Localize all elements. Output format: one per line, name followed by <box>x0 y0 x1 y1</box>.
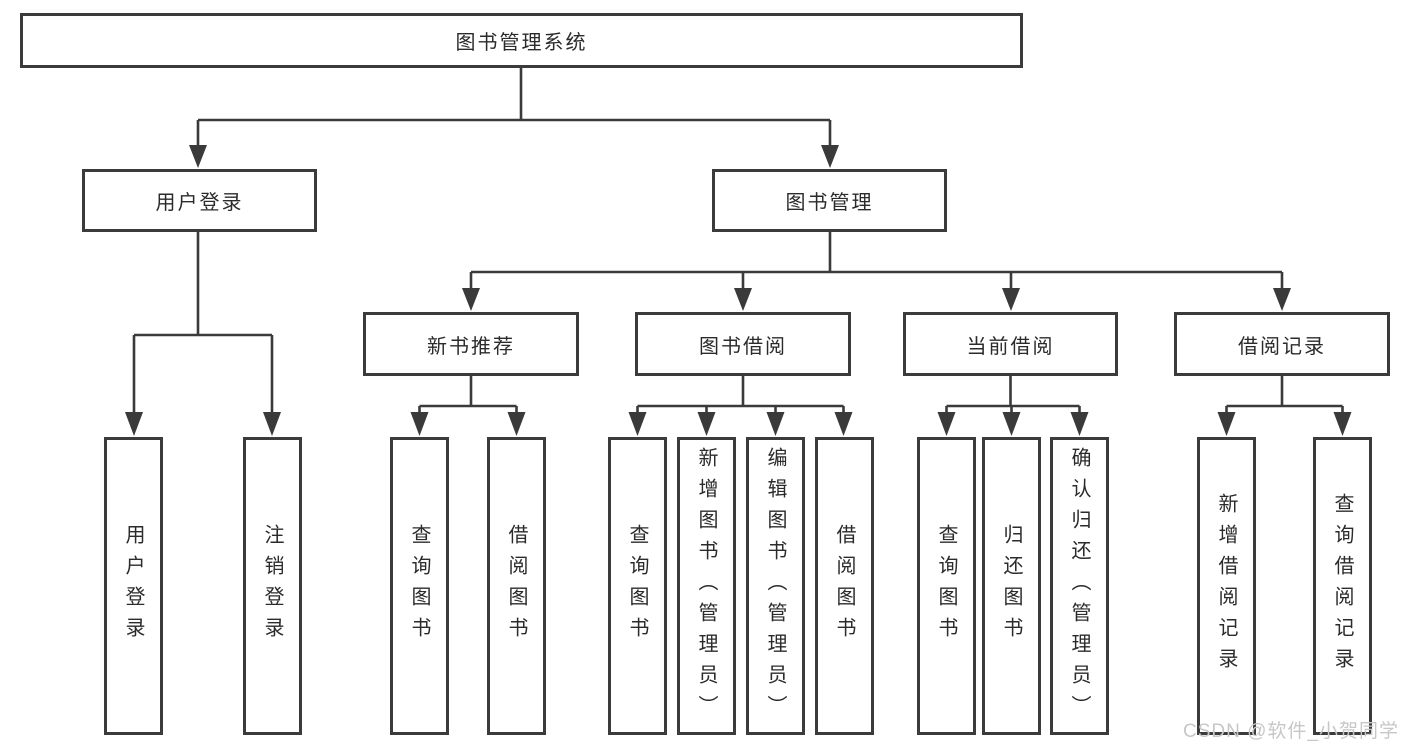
node-current-borrowing: 当前借阅 <box>903 312 1118 376</box>
node-label: 用户登录 <box>155 192 244 214</box>
leaf-label: 用户登录 <box>122 524 144 648</box>
leaf-logout: 注销登录 <box>243 437 302 735</box>
arrowhead-icon <box>1070 412 1089 436</box>
node-new-book-recommend: 新书推荐 <box>363 312 579 376</box>
arrowhead-icon <box>734 288 752 311</box>
node-user-login: 用户登录 <box>82 169 317 232</box>
leaf-label: 归还图书 <box>1000 524 1022 648</box>
leaf-label: 新增图书（管理员） <box>695 446 717 726</box>
arrowhead-icon <box>937 412 956 436</box>
leaf-label: 借阅图书 <box>833 524 855 648</box>
node-label: 图书管理 <box>785 192 874 214</box>
leaf-query-books-current: 查询图书 <box>917 437 976 735</box>
arrowhead-icon <box>766 412 785 436</box>
leaf-label: 新增借阅记录 <box>1215 493 1237 679</box>
leaf-label: 查询图书 <box>408 524 430 648</box>
connector-user-login <box>125 232 281 436</box>
arrowhead-icon <box>1002 288 1020 311</box>
arrowhead-icon <box>1002 412 1021 436</box>
node-label: 当前借阅 <box>966 335 1055 358</box>
node-borrowing-records: 借阅记录 <box>1174 312 1390 376</box>
node-system-root: 图书管理系统 <box>20 13 1023 68</box>
connector-root <box>189 68 839 168</box>
csdn-watermark: CSDN @软件_小贺同学 <box>1183 721 1399 742</box>
arrowhead-icon <box>263 412 281 436</box>
node-label: 借阅记录 <box>1238 335 1326 358</box>
arrowhead-icon <box>628 412 647 436</box>
leaf-user-login: 用户登录 <box>104 437 163 735</box>
arrowhead-icon <box>507 412 526 436</box>
node-book-management: 图书管理 <box>712 169 947 232</box>
leaf-add-borrow-record: 新增借阅记录 <box>1197 437 1256 735</box>
leaf-add-books-admin: 新增图书（管理员） <box>677 437 736 735</box>
leaf-label: 借阅图书 <box>505 524 527 648</box>
connector-borrowing-records <box>1217 376 1352 436</box>
leaf-label: 编辑图书（管理员） <box>764 446 786 726</box>
leaf-edit-books-admin: 编辑图书（管理员） <box>746 437 805 735</box>
arrowhead-icon <box>834 412 853 436</box>
leaf-label: 查询借阅记录 <box>1331 493 1353 679</box>
leaf-query-borrow-record: 查询借阅记录 <box>1313 437 1372 735</box>
leaf-borrow-books-recommend: 借阅图书 <box>487 437 546 735</box>
arrowhead-icon <box>697 412 716 436</box>
leaf-label: 确认归还（管理员） <box>1068 446 1090 726</box>
leaf-label: 查询图书 <box>935 524 957 648</box>
leaf-label: 注销登录 <box>261 524 283 648</box>
node-label: 图书借阅 <box>699 335 787 358</box>
leaf-return-books: 归还图书 <box>982 437 1041 735</box>
leaf-query-books-recommend: 查询图书 <box>390 437 449 735</box>
node-label: 图书管理系统 <box>455 32 588 54</box>
leaf-borrow-books: 借阅图书 <box>815 437 874 735</box>
connector-new-book-recommend <box>410 376 526 436</box>
arrowhead-icon <box>1273 288 1291 311</box>
connector-book-management <box>462 232 1291 311</box>
connector-book-borrowing <box>628 376 853 436</box>
arrowhead-icon <box>462 288 480 311</box>
arrowhead-icon <box>125 412 143 436</box>
arrowhead-icon <box>821 145 839 168</box>
leaf-label: 查询图书 <box>626 524 648 648</box>
connector-current-borrowing <box>937 376 1089 436</box>
leaf-query-books-borrowing: 查询图书 <box>608 437 667 735</box>
node-label: 新书推荐 <box>427 335 515 358</box>
arrowhead-icon <box>1333 412 1352 436</box>
arrowhead-icon <box>189 145 207 168</box>
arrowhead-icon <box>1217 412 1236 436</box>
leaf-confirm-return-admin: 确认归还（管理员） <box>1050 437 1109 735</box>
node-book-borrowing: 图书借阅 <box>635 312 851 376</box>
arrowhead-icon <box>410 412 429 436</box>
